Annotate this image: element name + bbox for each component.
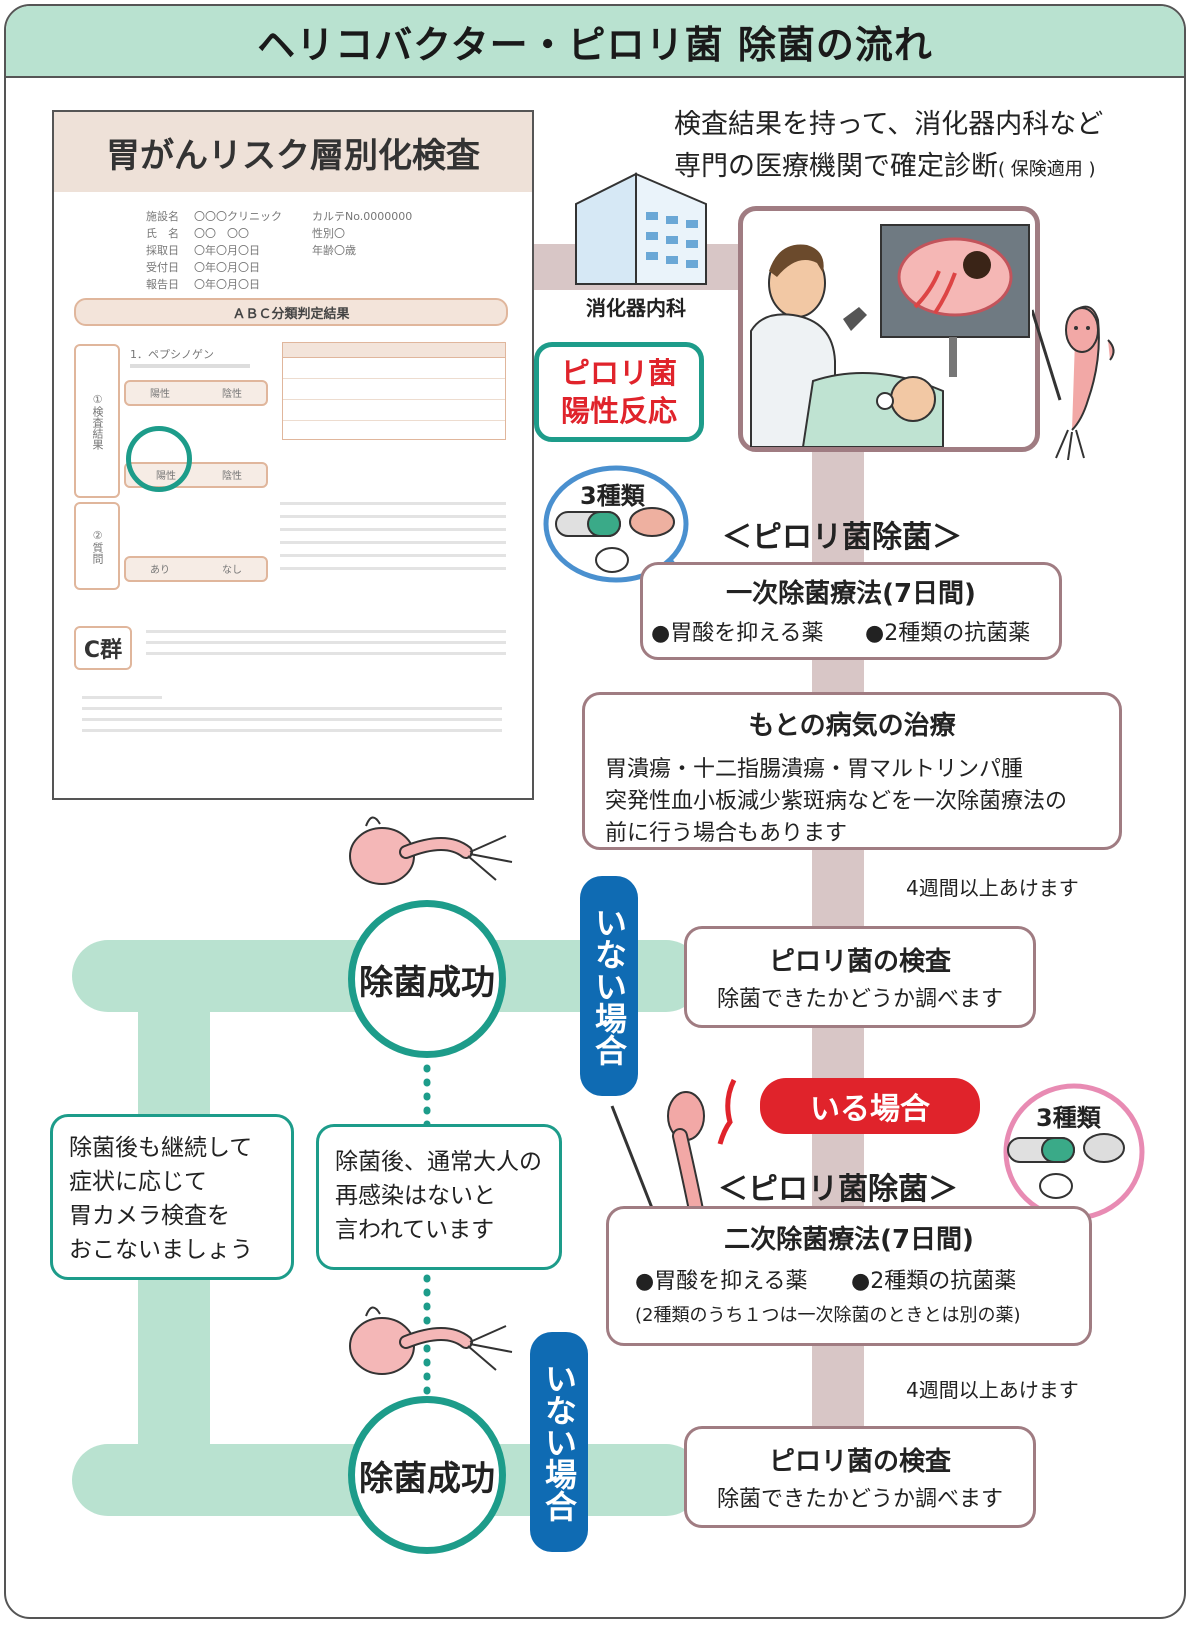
reinfection-box: 除菌後、通常大人の 再感染はないと 言われています — [316, 1124, 562, 1270]
disease-line3: 前に行う場合もあります — [605, 821, 848, 846]
followup-line1: 除菌後も継続して — [69, 1135, 253, 1161]
eradication-success-circle-2: 除菌成功 — [348, 1396, 506, 1554]
eradication1-heading: ＜ピロリ菌除菌＞ — [722, 520, 962, 555]
document-info-right: カルテNo.0000000 性別〇 年齢〇歳 — [312, 210, 413, 257]
item1-label: 1．ペプシノゲン — [130, 348, 214, 361]
pylori-test-box-2: ピロリ菌の検査 除菌できたかどうか調べます — [684, 1426, 1036, 1528]
result-table — [282, 342, 506, 440]
reinfection-line2: 再感染はないと — [335, 1183, 496, 1209]
reinfection-line3: 言われています — [335, 1217, 495, 1243]
second-eradication-note: (2種類のうち１つは一次除菌のときとは別の薬) — [635, 1305, 1021, 1326]
wait-4-weeks-2: 4週間以上あけます — [906, 1378, 1079, 1402]
question-lines — [280, 502, 506, 580]
first-eradication-title: 一次除菌療法(7日間) — [726, 579, 976, 609]
highlight-circle — [126, 426, 192, 492]
hospital-label: 消化器内科 — [586, 296, 686, 320]
pylori-test-title-1: ピロリ菌の検査 — [768, 947, 951, 977]
pylori-test-desc-2: 除菌できたかどうか調べます — [716, 1487, 1003, 1512]
disease-line1: 胃潰瘍・十二指腸潰瘍・胃マルトリンパ腫 — [605, 757, 1024, 782]
footnote-lines — [82, 696, 502, 740]
not-present-pill-1: いない場合 — [580, 876, 638, 1096]
hospital-note-line1: 検査結果を持って、消化器内科など — [674, 109, 1104, 140]
risk-test-document: 胃がんリスク層別化検査 施設名 氏 名 採取日 受付日 報告日 〇〇〇クリニック… — [52, 110, 534, 800]
endoscopy-scene — [738, 206, 1040, 452]
first-eradication-box: 一次除菌療法(7日間) ●胃酸を抑える薬 ●2種類の抗菌薬 — [640, 562, 1062, 660]
second-eradication-title: 二次除菌療法(7日間) — [724, 1225, 974, 1255]
followup-box: 除菌後も継続して 症状に応じて 胃カメラ検査を おこないましょう — [50, 1114, 294, 1280]
c-group-label: C群 — [74, 626, 132, 670]
disease-title: もとの病気の治療 — [748, 711, 956, 741]
pill-bubble-label-2: 3種類 — [1036, 1104, 1101, 1132]
dizzy-pylori-icon-2 — [349, 1306, 513, 1375]
document-info-values: 〇〇〇クリニック 〇〇 〇〇 〇年〇月〇日 〇年〇月〇日 〇年〇月〇日 — [194, 210, 282, 291]
hospital-note-line2: 専門の医療機関で確定診断( 保険適用 ) — [674, 151, 1096, 182]
item1-result: 陽性 陰性 — [124, 380, 268, 406]
pylori-test-box-1: ピロリ菌の検査 除菌できたかどうか調べます — [684, 926, 1036, 1028]
pill-bubble-label-1: 3種類 — [580, 482, 645, 510]
followup-line2: 症状に応じて — [69, 1169, 207, 1195]
dizzy-pylori-icon-1 — [349, 816, 513, 885]
callout-line1: ピロリ菌 — [560, 356, 677, 390]
section1-label: ①検査結果 — [74, 344, 120, 498]
followup-line3: 胃カメラ検査を — [69, 1203, 230, 1229]
question-result: あり なし — [124, 556, 268, 582]
present-badge: いる場合 — [760, 1078, 980, 1134]
reinfection-line1: 除菌後、通常大人の — [335, 1149, 542, 1175]
second-eradication-drug2: ●2種類の抗菌薬 — [851, 1269, 1017, 1294]
eradication2-heading: ＜ピロリ菌除菌＞ — [718, 1172, 958, 1207]
pylori-test-desc-1: 除菌できたかどうか調べます — [716, 987, 1003, 1012]
disease-line2: 突発性血小板減少紫斑病などを一次除菌療法の — [605, 789, 1068, 814]
abc-header: ＡＢＣ分類判定結果 — [74, 298, 508, 326]
second-eradication-box: 二次除菌療法(7日間) ●胃酸を抑える薬 ●2種類の抗菌薬 (2種類のうち１つは… — [606, 1206, 1092, 1346]
pylori-positive-callout: ピロリ菌 陽性反応 — [534, 342, 704, 442]
not-present-pill-2: いない場合 — [530, 1332, 588, 1552]
document-header: 胃がんリスク層別化検査 — [54, 112, 532, 192]
second-eradication-drug1: ●胃酸を抑える薬 — [635, 1269, 808, 1294]
hospital-building-icon — [575, 172, 707, 285]
page-title: ヘリコバクター・ピロリ菌 除菌の流れ — [257, 22, 933, 67]
callout-line2: 陽性反応 — [560, 394, 677, 428]
section2-label: ②質問 — [74, 502, 120, 590]
document-info-labels: 施設名 氏 名 採取日 受付日 報告日 — [146, 210, 179, 291]
diagram-frame: ヘリコバクター・ピロリ菌 除菌の流れ 胃がんリスク層別化検査 施設名 氏 名 採… — [4, 4, 1186, 1619]
pylori-character-top — [1032, 305, 1115, 460]
followup-line4: おこないましょう — [69, 1237, 253, 1263]
eradication-success-circle-1: 除菌成功 — [348, 900, 506, 1058]
endoscopy-illustration — [750, 224, 1030, 448]
wait-4-weeks-1: 4週間以上あけます — [906, 876, 1079, 900]
first-eradication-drug2: ●2種類の抗菌薬 — [865, 621, 1031, 646]
c-group-text-lines — [146, 630, 506, 663]
title-bar: ヘリコバクター・ピロリ菌 除菌の流れ — [6, 6, 1184, 78]
first-eradication-drug1: ●胃酸を抑える薬 — [651, 621, 824, 646]
document-title: 胃がんリスク層別化検査 — [106, 135, 480, 176]
disease-treatment-box: もとの病気の治療 胃潰瘍・十二指腸潰瘍・胃マルトリンパ腫 突発性血小板減少紫斑病… — [582, 692, 1122, 850]
pylori-test-title-2: ピロリ菌の検査 — [768, 1447, 951, 1477]
